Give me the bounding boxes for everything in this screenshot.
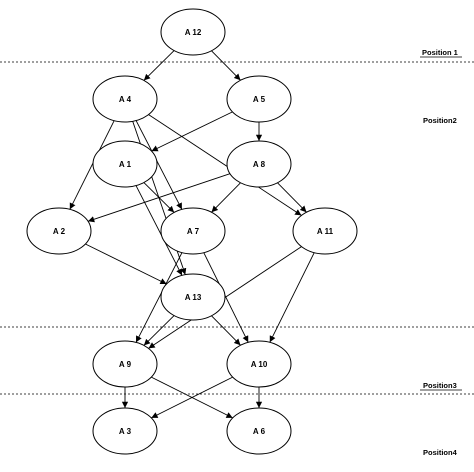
node-label: A 8 (253, 160, 266, 169)
node-ellipse (226, 407, 292, 455)
node-a2: A 2 (26, 207, 92, 255)
node-label: A 3 (119, 427, 132, 436)
node-a11: A 11 (292, 207, 358, 255)
node-layer: A 12 A 4 A 5 A 1 A 8 A 2 A 7 A 11 A 13 A 9 A 10 A 3… (26, 8, 358, 455)
node-a6: A 6 (226, 407, 292, 455)
node-label: A 6 (253, 427, 266, 436)
edge-a7-to-a10 (203, 252, 249, 343)
edge-a7-to-a9 (135, 252, 183, 343)
node-label: A 12 (185, 28, 202, 37)
edge-a1-to-a13 (135, 185, 183, 276)
edge-a8-to-a2 (87, 173, 231, 223)
node-ellipse (160, 273, 226, 321)
node-a7: A 7 (160, 207, 226, 255)
node-ellipse (160, 207, 226, 255)
edge-a2-to-a13 (85, 243, 167, 285)
node-a12: A 12 (160, 8, 226, 56)
position-2-label: Position2 (423, 116, 457, 125)
position-3-label: Position3 (423, 381, 457, 390)
edge-layer (69, 50, 315, 419)
edge-a10-to-a3 (151, 376, 233, 419)
edge-a13-to-a10 (211, 315, 241, 346)
node-a10: A 10 (226, 340, 292, 388)
edge-a8-to-a7 (211, 182, 241, 213)
node-a3: A 3 (92, 407, 158, 455)
position-1-label: Position 1 (422, 48, 458, 57)
node-a5: A 5 (226, 75, 292, 123)
edge-a4-to-a2 (69, 120, 115, 210)
node-a13: A 13 (160, 273, 226, 321)
node-ellipse (226, 340, 292, 388)
node-ellipse (292, 207, 358, 255)
node-ellipse (160, 8, 226, 56)
edge-a13-to-a9 (143, 315, 175, 346)
node-a8: A 8 (226, 140, 292, 188)
node-ellipse (226, 140, 292, 188)
node-label: A 9 (119, 360, 132, 369)
node-a9: A 9 (92, 340, 158, 388)
node-ellipse (92, 340, 158, 388)
position-4-label: Position4 (423, 448, 458, 457)
node-ellipse (92, 75, 158, 123)
edge-a11-to-a10 (269, 252, 315, 343)
node-label: A 5 (253, 95, 266, 104)
edge-a4-to-a7 (135, 120, 183, 210)
node-label: A 4 (119, 95, 132, 104)
node-label: A 1 (119, 160, 132, 169)
edge-a4-to-a11 (148, 114, 302, 216)
node-a1: A 1 (92, 140, 158, 188)
node-a4: A 4 (92, 75, 158, 123)
node-ellipse (26, 207, 92, 255)
node-ellipse (92, 407, 158, 455)
node-label: A 11 (317, 227, 334, 236)
node-label: A 10 (251, 360, 268, 369)
node-ellipse (92, 140, 158, 188)
edge-a12-to-a4 (143, 50, 175, 81)
node-label: A 13 (185, 293, 202, 302)
edge-a5-to-a1 (151, 111, 233, 152)
node-label: A 2 (53, 227, 66, 236)
node-label: A 7 (187, 227, 200, 236)
edge-a8-to-a11 (277, 182, 307, 213)
node-ellipse (226, 75, 292, 123)
edge-a12-to-a5 (211, 50, 241, 81)
